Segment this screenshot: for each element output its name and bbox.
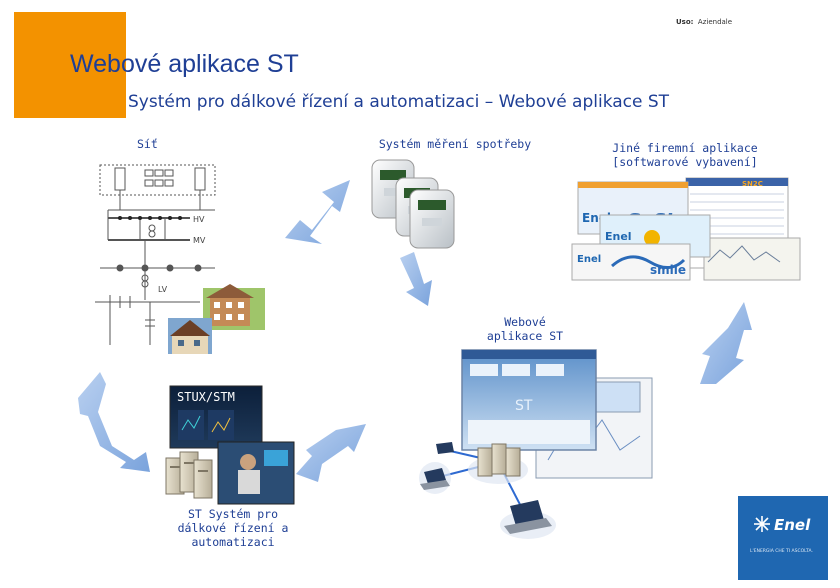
arrow-meter-web [400,252,432,306]
enel-logo-text: Enel [774,516,811,534]
st-servers-image [165,451,213,499]
web-screen-watermark: ST [515,398,533,414]
arrow-grid-meter [285,180,350,244]
grid-dots [118,216,182,220]
st-system-label-line2: dálkové řízení a [177,520,289,535]
mv-label: MV [193,236,206,245]
orange-accent-block [14,12,126,118]
arrow-grid-st [78,372,150,472]
other-apps-label-line1: Jiné firemní aplikace [612,141,758,155]
app-enel-logo-3: Enel [577,254,601,265]
web-apps-screens: ST [461,349,653,479]
page-subtitle: Systém pro dálkové řízení a automatizaci… [128,92,670,112]
app-sn2c-logo: SN2C [742,180,763,188]
meter-label: Systém měření spotřeby [378,137,532,151]
lv-label: LV [158,285,168,294]
house-building-image [203,284,265,330]
arrow-web-other [700,302,752,384]
network-diagram [419,442,556,539]
arrow-st-web [296,424,366,482]
app-smile-logo: smile [650,263,686,277]
other-apps-collage: Enel GeSI Enel Enel smile SN2C [571,177,801,281]
web-apps-label: Webové aplikace ST [470,315,580,344]
web-apps-label-line2: aplikace ST [486,328,564,343]
st-system-label-line1: ST Systém pro [187,507,278,521]
app-enel-logo-2: Enel [605,230,632,243]
meter-devices-image [371,159,455,249]
house-family-image [168,318,212,354]
usage-value: Aziendale [697,18,733,26]
enel-tagline: L'ENERGIA CHE TI ASCOLTA. [750,548,813,554]
stux-control-room-image [169,385,295,505]
other-apps-label-line2: [softwarové vybavení] [612,154,758,169]
page-title: Webové aplikace ST [70,50,299,78]
st-system-label-line3: automatizaci [191,534,275,549]
hv-label: HV [193,215,205,224]
grid-label: Síť [137,137,158,151]
st-system-label: ST Systém pro dálkové řízení a automatiz… [168,507,298,549]
enel-logo-icon [754,516,770,532]
web-apps-label-line1: Webové [504,315,546,329]
stux-label: STUX/STM [177,390,235,404]
enel-brand-panel: Enel L'ENERGIA CHE TI ASCOLTA. [738,496,828,580]
other-apps-label: Jiné firemní aplikace [softwarové vybave… [590,141,780,170]
usage-label: Uso: Aziendale [676,18,733,26]
